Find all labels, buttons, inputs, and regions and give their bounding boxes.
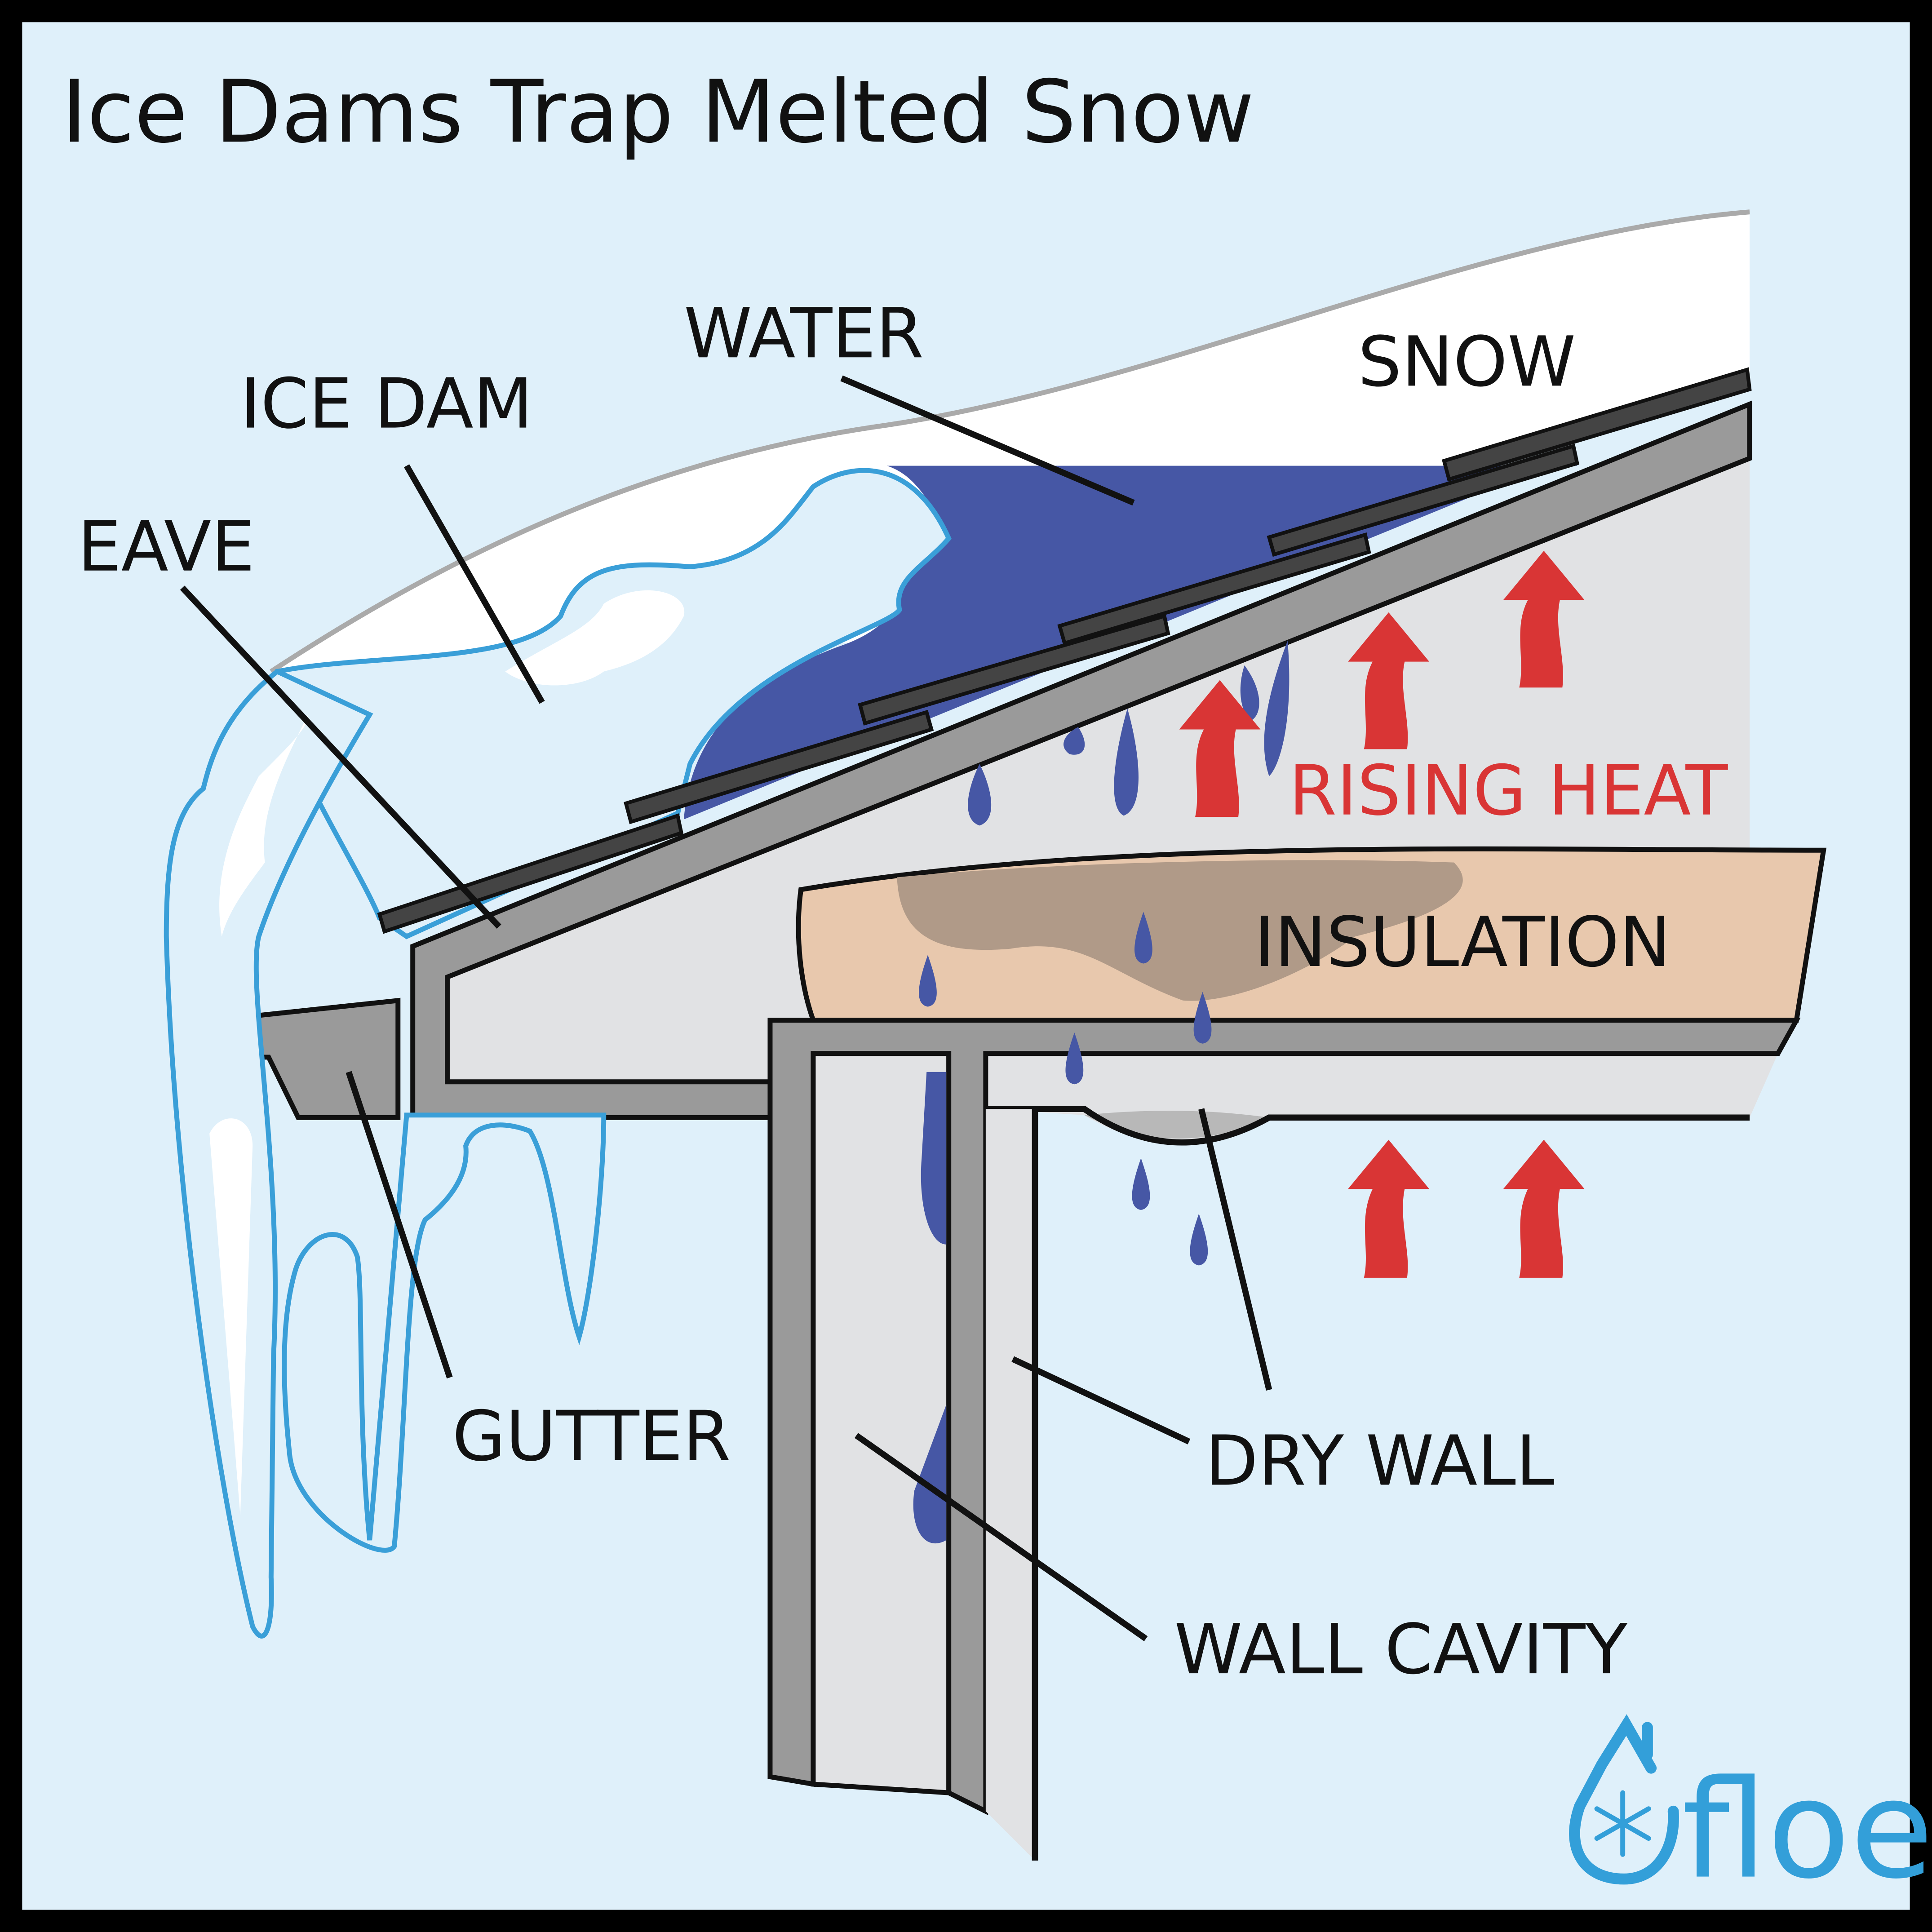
heat-arrow-icon (1179, 680, 1261, 817)
label-rising-heat: RISING HEAT (1289, 751, 1728, 831)
label-insulation: INSULATION (1254, 902, 1671, 983)
dry-wall-leader (1198, 1108, 1272, 1391)
shingles (377, 367, 1752, 934)
floe-logo: floe (1569, 1714, 1932, 1909)
label-eave: EAVE (78, 507, 255, 587)
water-stain (897, 860, 1463, 1001)
snow-outline (270, 209, 1750, 674)
page-title: Ice Dams Trap Melted Snow (62, 62, 1254, 162)
drywall-wall (985, 1109, 1035, 1861)
wall-leak-upper (921, 1072, 947, 1245)
label-dry-wall: DRY WALL (1205, 1421, 1554, 1502)
heat-arrow-icon (1503, 1139, 1585, 1278)
water-drops (919, 641, 1289, 1266)
label-gutter: GUTTER (452, 1396, 731, 1477)
house-drop-snowflake-icon (1569, 1714, 1679, 1885)
snow-layer (271, 212, 1750, 672)
ceiling-line (985, 1106, 1750, 1146)
icicle-highlight (209, 1118, 253, 1516)
dry-wall-leader-2 (1011, 1356, 1191, 1445)
label-snow: SNOW (1358, 322, 1576, 402)
icicle-highlight (219, 714, 308, 937)
heat-arrow-icon (1348, 1139, 1430, 1278)
label-ice-dam: ICE DAM (240, 364, 533, 444)
heat-arrows (1179, 550, 1585, 1278)
logo-text: floe (1682, 1751, 1932, 1909)
wall-leak-lower (913, 1405, 947, 1544)
label-wall-cavity: WALL CAVITY (1174, 1609, 1628, 1690)
ice-dam-leader (404, 464, 545, 704)
wall-cavity-leader (854, 1433, 1148, 1641)
water-leader (840, 375, 1135, 506)
ice-highlight (505, 590, 685, 686)
label-water: WATER (684, 293, 924, 374)
heat-arrow-icon (1348, 612, 1430, 749)
wall-cavity (811, 1051, 952, 1795)
icicles (164, 669, 607, 1639)
eave-leader (180, 585, 501, 929)
attic-space (447, 458, 1750, 1082)
heat-arrow-icon (1503, 550, 1585, 688)
gutter-leader (346, 1071, 453, 1379)
